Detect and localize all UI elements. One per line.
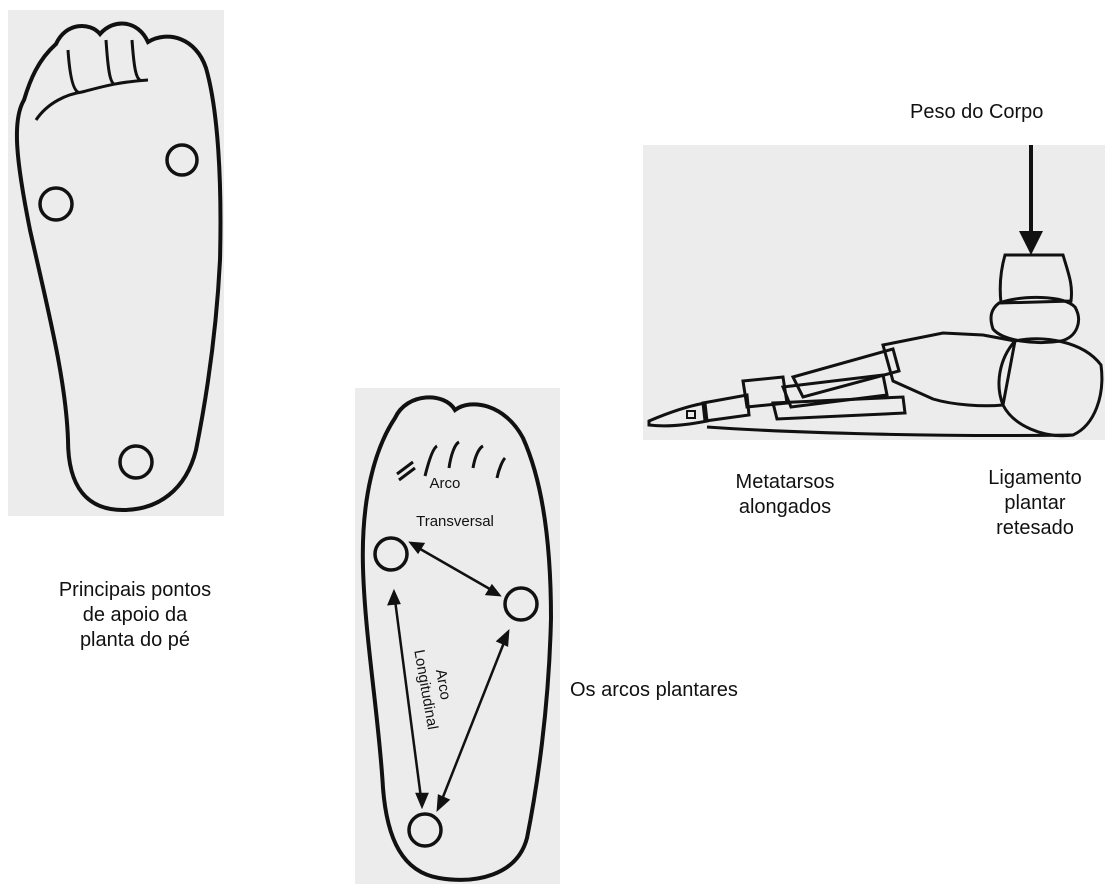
support-point-lateral bbox=[167, 145, 197, 175]
foot-outline bbox=[17, 24, 221, 510]
support-point-medial bbox=[40, 188, 72, 220]
foot-bones bbox=[649, 255, 1102, 436]
transverse-arch-line: Arco bbox=[429, 475, 460, 492]
arch-point-medial bbox=[375, 538, 407, 570]
caption-line: Metatarsos bbox=[705, 470, 865, 495]
plantar-arches-caption: Os arcos plantares bbox=[570, 678, 810, 703]
caption-line: plantar bbox=[965, 491, 1105, 516]
support-point-heel bbox=[120, 446, 152, 478]
ink-mark bbox=[687, 411, 695, 418]
caption-line: retesado bbox=[965, 516, 1105, 541]
toe-lines bbox=[36, 40, 148, 120]
plantar-arches-figure: Arco Transversal Arco Longitudinal bbox=[355, 388, 560, 884]
arch-point-heel bbox=[409, 814, 441, 846]
caption-line: de apoio da bbox=[20, 603, 250, 628]
caption-line: Peso do Corpo bbox=[910, 100, 1105, 125]
svg-text:Arco Longitudinal: Arco Longitudinal bbox=[410, 645, 459, 731]
plantar-arches-drawing: Arco Transversal Arco Longitudinal bbox=[355, 388, 560, 884]
foot-side-drawing bbox=[643, 145, 1105, 440]
foot-sole-drawing bbox=[8, 10, 224, 516]
foot-sole-caption: Principais pontos de apoio da planta do … bbox=[20, 578, 250, 653]
caption-line: Ligamento bbox=[965, 466, 1105, 491]
caption-line: Principais pontos bbox=[20, 578, 250, 603]
caption-line: Os arcos plantares bbox=[570, 678, 810, 703]
foot-sole-support-points-figure bbox=[8, 10, 224, 516]
metatarsals-label: Metatarsos alongados bbox=[705, 470, 865, 520]
foot-outline bbox=[363, 397, 551, 879]
caption-line: planta do pé bbox=[20, 628, 250, 653]
transverse-arch-line: Transversal bbox=[416, 513, 494, 530]
body-weight-arrow bbox=[1019, 145, 1043, 255]
longitudinal-arch-label: Arco Longitudinal bbox=[410, 645, 459, 731]
plantar-ligament-label: Ligamento plantar retesado bbox=[965, 466, 1105, 541]
arch-point-lateral bbox=[505, 588, 537, 620]
caption-line: alongados bbox=[705, 495, 865, 520]
body-weight-label: Peso do Corpo bbox=[910, 100, 1105, 125]
transverse-arch-label: Arco Transversal bbox=[416, 475, 494, 530]
foot-side-figure bbox=[643, 145, 1105, 440]
